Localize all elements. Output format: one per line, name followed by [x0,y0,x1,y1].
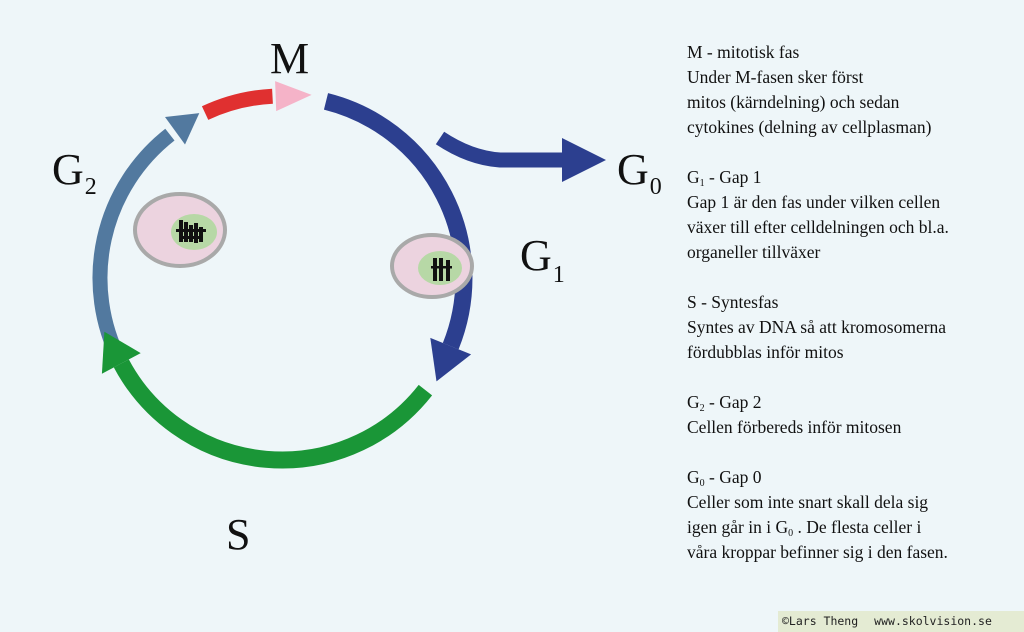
m-phase-arrowhead [275,81,312,112]
legend-g2-title: G2 - Gap 2 [687,392,762,414]
g0-branch-arrow [435,131,568,168]
legend-s-line-1: Syntes av DNA så att kromosomerna [687,317,947,337]
legend-g2: G2 - Gap 2 Cellen förbereds inför mitose… [687,390,1017,440]
s-phase-arc [113,359,433,469]
legend-g1-line-3: organeller tillväxer [687,242,821,262]
legend-s: S - Syntesfas Syntes av DNA så att kromo… [687,290,1017,365]
g1-phase-arc [323,93,473,350]
cell-g1 [390,233,474,299]
label-g2-sub: 2 [85,174,97,200]
credit-author: ©Lars Theng [782,614,859,628]
legend-m: M - mitotisk fas Under M-fasen sker förs… [687,40,1017,140]
legend-s-line-2: fördubblas inför mitos [687,342,844,362]
g1-phase-arrowhead [430,337,472,382]
phase-legend: M - mitotisk fas Under M-fasen sker förs… [687,40,1017,565]
legend-m-line-1: Under M-fasen sker först [687,67,864,87]
legend-g2-line-1: Cellen förbereds inför mitosen [687,417,902,437]
legend-g0-line-3: våra kroppar befinner sig i den fasen. [687,542,948,562]
legend-m-title: M - mitotisk fas [687,42,800,62]
g2-phase-arrowhead [165,113,200,145]
legend-g1-line-2: växer till efter celldelningen och bl.a. [687,217,949,237]
label-g2: G2 [52,145,97,200]
cell-g2 [133,192,227,268]
g0-branch-arrowhead [562,138,606,182]
legend-g1-title: G1 - Gap 1 [687,167,762,189]
cell-cycle-diagram: M G0 G1 G2 S [52,34,662,559]
m-phase-arc [201,88,274,120]
legend-m-line-2: mitos (kärndelning) och sedan [687,92,900,112]
legend-g1: G1 - Gap 1 Gap 1 är den fas under vilken… [687,165,1017,265]
legend-m-line-3: cytokines (delning av cellplasman) [687,117,932,137]
legend-g0: G0 - Gap 0 Celler som inte snart skall d… [687,465,1017,565]
single-chromosomes-icon [431,258,452,281]
label-g1: G1 [520,231,565,288]
label-g0-sub: 0 [650,174,662,200]
legend-g1-line-1: Gap 1 är den fas under vilken cellen [687,192,941,212]
label-g1-sub: 1 [553,262,565,288]
legend-s-title: S - Syntesfas [687,292,779,312]
legend-g0-line-1: Celler som inte snart skall dela sig [687,492,929,512]
credit-bar: ©Lars Theng www.skolvision.se [778,611,1024,632]
legend-g0-line-2: igen går in i G0 . De flesta celler i [687,517,922,539]
credit-site-link[interactable]: www.skolvision.se [874,614,992,628]
duplicated-chromosomes-icon [176,220,206,243]
s-phase-arrowhead [101,331,141,374]
legend-g0-title: G0 - Gap 0 [687,467,762,489]
label-g0: G0 [617,145,662,200]
g2-phase-arc [92,128,175,364]
label-s: S [226,510,250,559]
label-m: M [270,34,309,83]
